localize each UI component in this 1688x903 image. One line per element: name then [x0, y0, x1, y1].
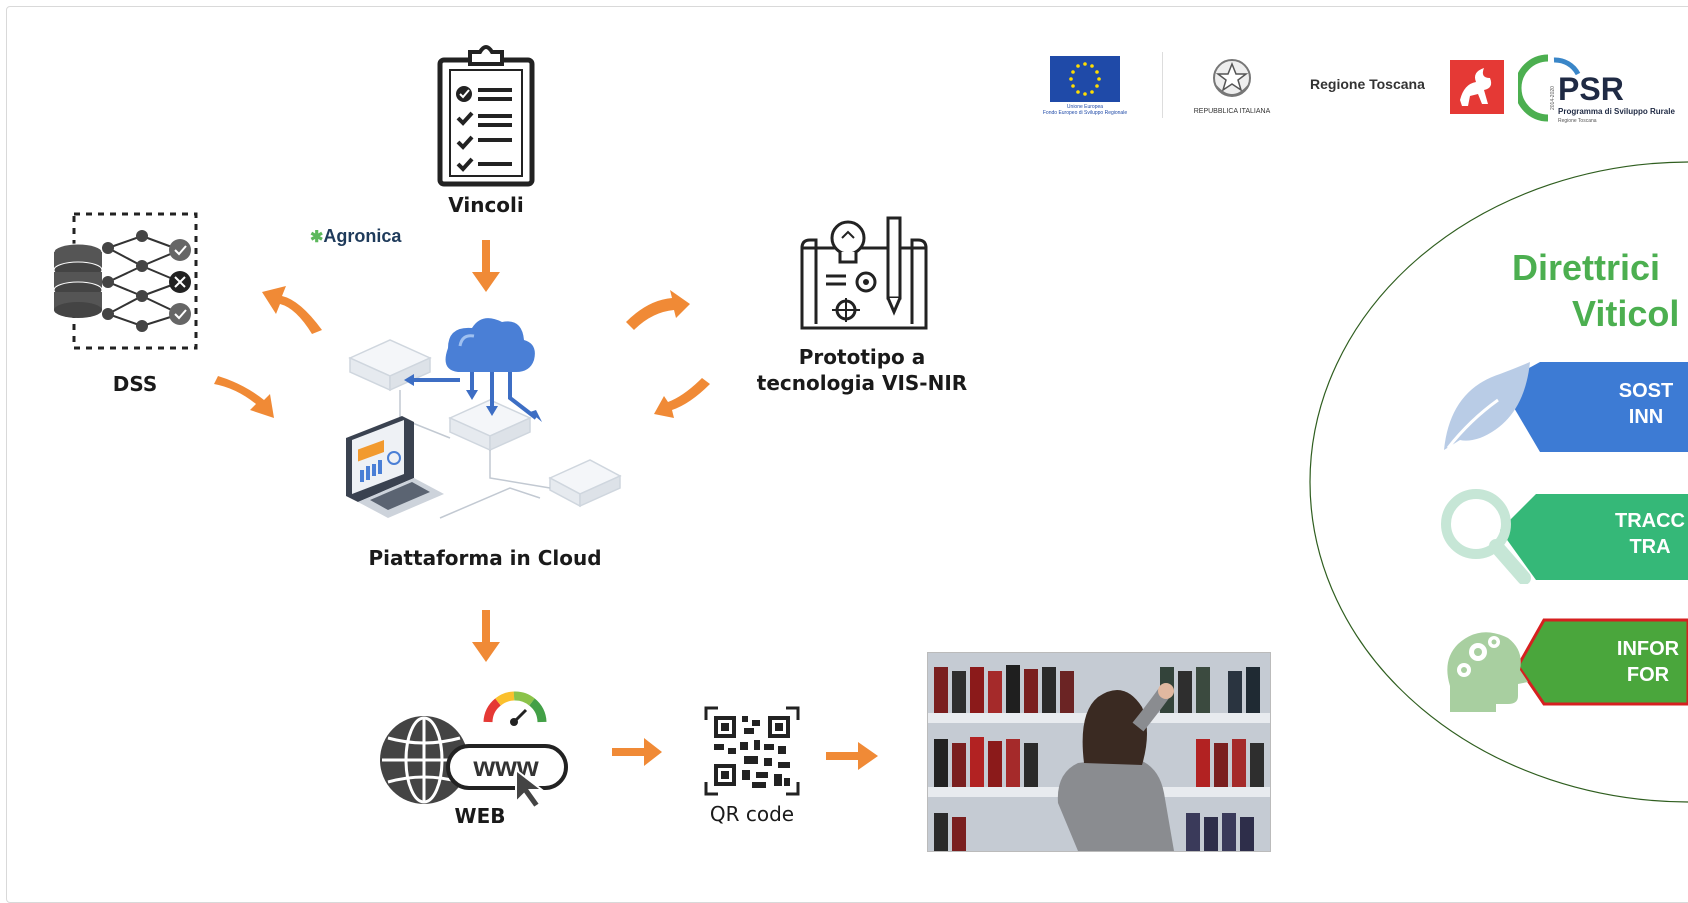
eu-flag-logo: [1050, 56, 1120, 102]
eu-logo-caption: Unione Europea Fondo Europeo di Sviluppo…: [1030, 104, 1140, 116]
ribbon-3-line2: FOR: [1626, 664, 1670, 686]
regione-toscana-logo: [1450, 60, 1504, 114]
panel-title-line2: Viticol: [1572, 293, 1680, 334]
eu-caption-line2: Fondo Europeo di Sviluppo Regionale: [1042, 110, 1128, 116]
ribbon-1-line1: SOST: [1618, 380, 1674, 402]
italian-republic-emblem-icon: [1213, 59, 1251, 97]
clipboard-checklist-icon: [437, 45, 535, 187]
arrow-web-to-qr: [612, 738, 662, 766]
prototipo-label: Prototipo a tecnologia VIS-NIR: [742, 344, 982, 396]
cloud-platform-label: Piattaforma in Cloud: [368, 546, 602, 570]
italian-republic-caption: REPUBBLICA ITALIANA: [1193, 108, 1271, 115]
magnifier-icon: [1441, 489, 1531, 584]
head-gears-icon: [1447, 632, 1528, 712]
arrow-cloud-to-prototipo: [626, 290, 690, 330]
wine-shelf-shopper-photo: [927, 652, 1271, 852]
qr-code-icon: [704, 706, 800, 796]
ribbon-2-line2: TRA: [1629, 536, 1671, 558]
pegasus-icon: [1460, 68, 1492, 106]
arrow-dss-to-cloud: [214, 376, 274, 418]
psr-region: Regione Toscana: [1558, 118, 1597, 124]
arrow-vincoli-to-cloud: [472, 240, 500, 292]
psr-years: 2014-2020: [1550, 86, 1556, 110]
arrow-cloud-to-dss: [262, 286, 322, 334]
ribbon-sustainability-label: SOST INN: [1576, 378, 1688, 430]
psr-logo: PSR Programma di Sviluppo Rurale Regione…: [1518, 54, 1675, 124]
www-text: www: [472, 751, 539, 782]
web-label: WEB: [454, 804, 506, 828]
panel-title-line1: Direttrici: [1512, 247, 1661, 288]
cloud-platform-illustration: [346, 318, 622, 519]
eu-stars-icon: [1069, 62, 1101, 96]
ribbon-3-line1: INFOR: [1616, 638, 1680, 660]
agronica-logo: ✱Agronica: [310, 226, 401, 247]
ribbon-traceability: [1441, 489, 1688, 584]
ribbon-sustainability: [1444, 362, 1688, 452]
ribbon-1-line2: INN: [1628, 406, 1664, 428]
www-globe-icon: www: [380, 691, 568, 810]
prototipo-label-line1: Prototipo a: [798, 345, 926, 369]
gauge-icon: [483, 691, 547, 726]
agronica-star-icon: ✱: [310, 229, 324, 246]
vincoli-label: Vincoli: [448, 193, 524, 217]
arrow-prototipo-to-cloud: [654, 378, 710, 418]
ribbon-traceability-label: TRACC TRA: [1580, 508, 1688, 560]
arrow-cloud-to-web: [472, 610, 500, 662]
prototipo-label-line2: tecnologia VIS-NIR: [756, 371, 968, 395]
agronica-label: Agronica: [323, 226, 402, 246]
eu-caption-line1: Unione Europea: [1066, 104, 1104, 110]
logo-divider: [1162, 52, 1163, 118]
neural-network-database-icon: [53, 212, 198, 350]
ribbon-information-label: INFOR FOR: [1578, 636, 1688, 688]
regione-toscana-label: Regione Toscana: [1310, 76, 1425, 92]
arrow-qr-to-photo: [826, 742, 878, 770]
ribbon-2-line1: TRACC: [1615, 510, 1685, 532]
qr-code-label: QR code: [709, 802, 795, 826]
psr-subtitle: Programma di Sviluppo Rurale: [1558, 107, 1675, 116]
dss-label: DSS: [112, 372, 158, 396]
blueprint-prototype-icon: [800, 216, 928, 330]
psr-text: PSR: [1558, 71, 1624, 107]
ribbon-information: [1447, 618, 1688, 712]
